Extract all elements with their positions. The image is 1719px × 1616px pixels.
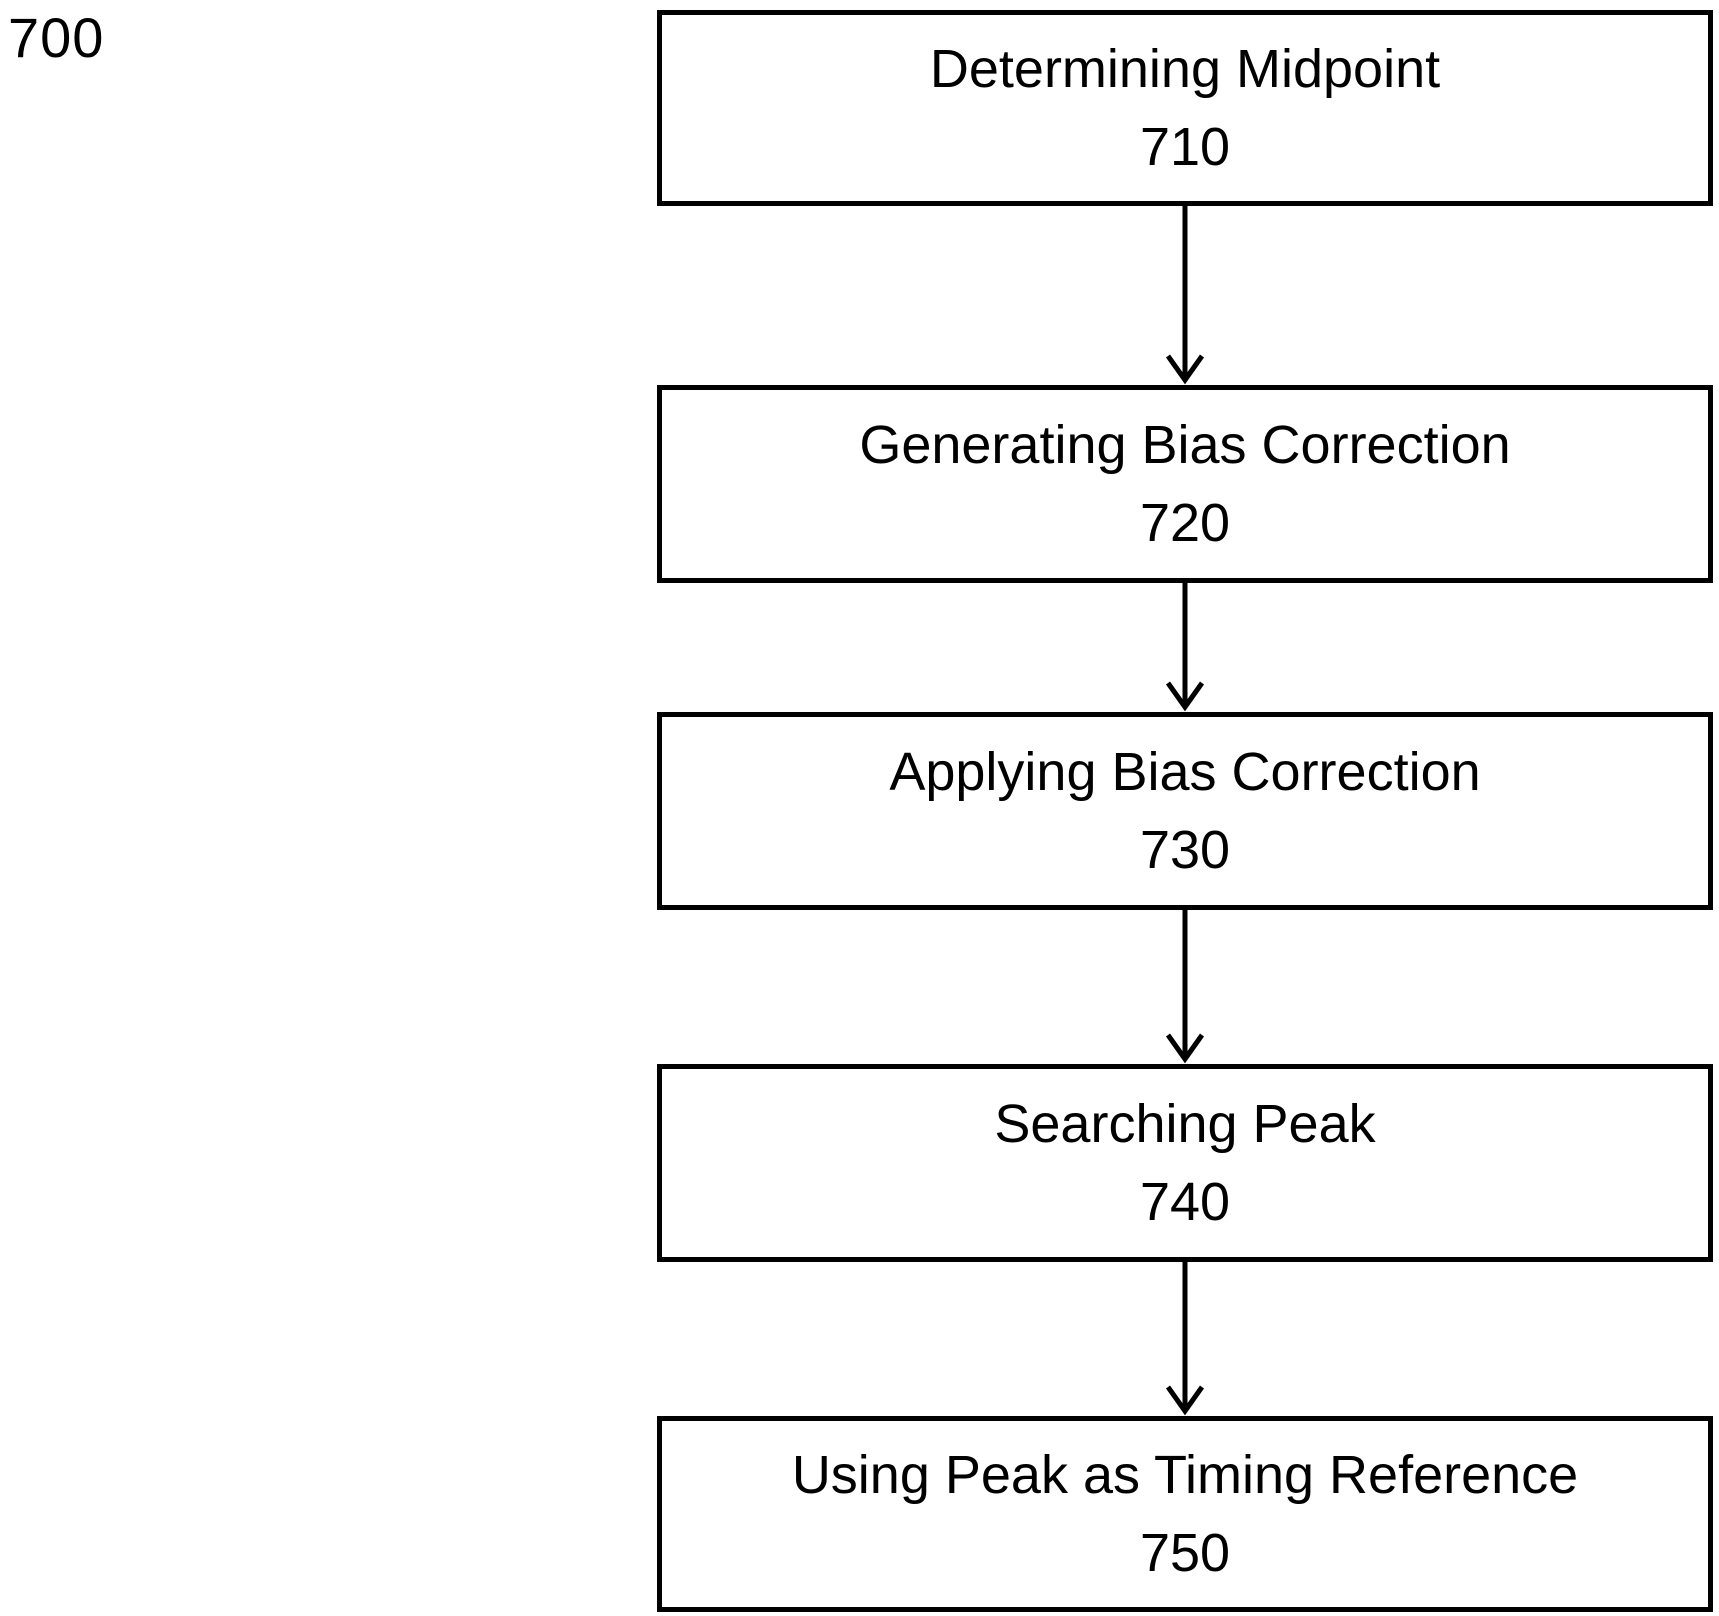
figure-label: 700 <box>8 2 104 74</box>
step-number: 750 <box>1140 1514 1230 1592</box>
step-number: 720 <box>1140 484 1230 562</box>
step-title: Searching Peak <box>994 1085 1375 1163</box>
step-box-740: Searching Peak 740 <box>657 1064 1713 1262</box>
step-box-720: Generating Bias Correction 720 <box>657 385 1713 583</box>
step-box-750: Using Peak as Timing Reference 750 <box>657 1416 1713 1612</box>
step-title: Determining Midpoint <box>930 30 1440 108</box>
step-number: 740 <box>1140 1163 1230 1241</box>
step-title: Generating Bias Correction <box>859 406 1510 484</box>
flow-arrow <box>1165 206 1205 385</box>
step-title: Using Peak as Timing Reference <box>792 1436 1578 1514</box>
step-box-710: Determining Midpoint 710 <box>657 10 1713 206</box>
flow-arrow <box>1165 910 1205 1064</box>
flow-arrow <box>1165 1262 1205 1416</box>
step-number: 710 <box>1140 108 1230 186</box>
step-title: Applying Bias Correction <box>889 733 1480 811</box>
step-number: 730 <box>1140 811 1230 889</box>
flow-arrow <box>1165 583 1205 712</box>
step-box-730: Applying Bias Correction 730 <box>657 712 1713 910</box>
